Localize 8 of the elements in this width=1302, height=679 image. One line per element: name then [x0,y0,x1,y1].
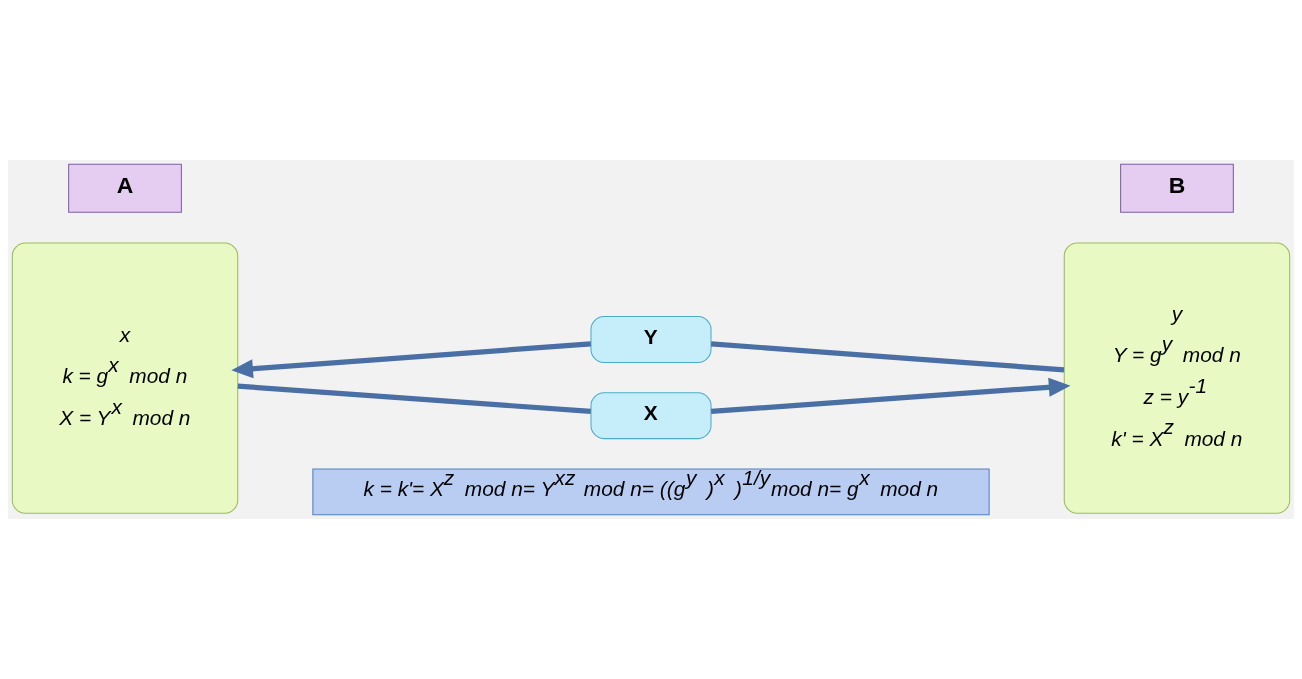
node-box: A [68,163,182,213]
node-box: Y [590,316,712,363]
arrow [710,377,1071,415]
arrow [231,341,591,379]
node-box: X [590,392,712,440]
node-box: B [1120,163,1234,213]
connector [710,341,1065,373]
connector [237,383,591,415]
